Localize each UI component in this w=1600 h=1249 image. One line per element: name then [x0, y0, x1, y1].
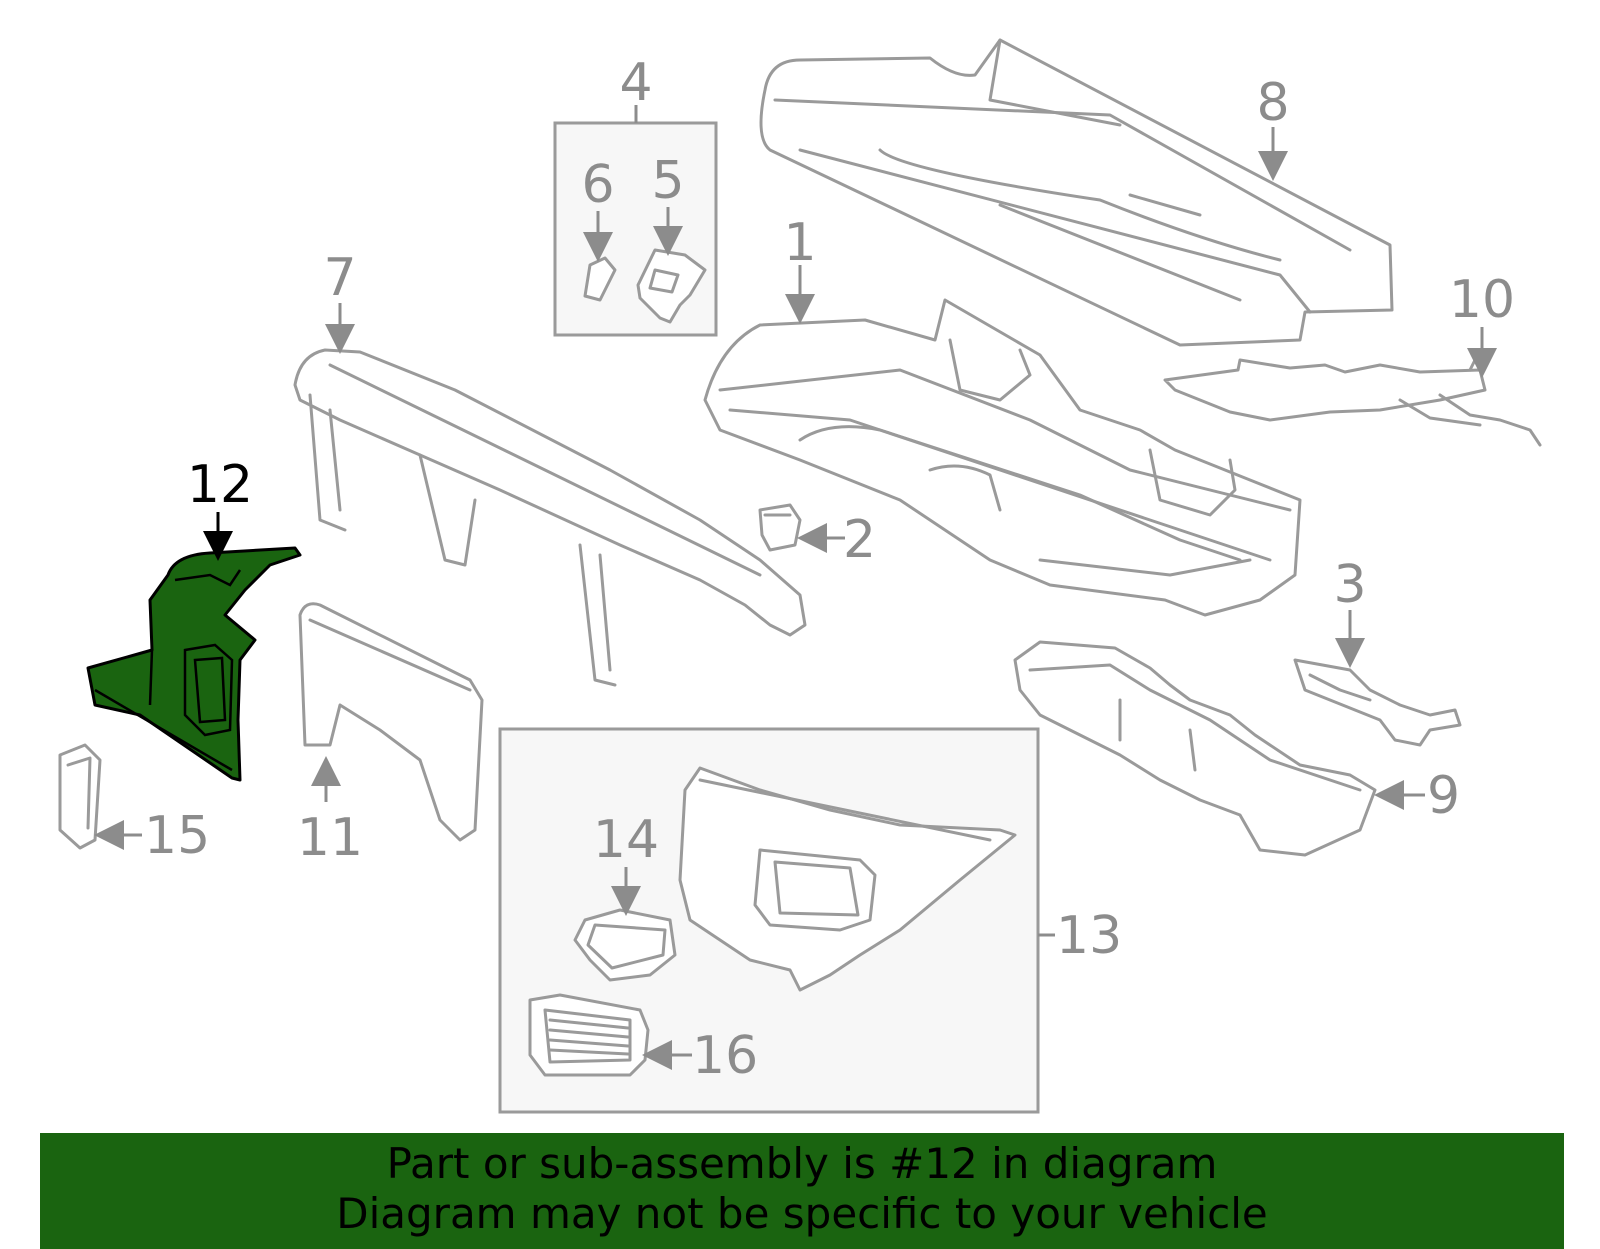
callout-9: 9 — [1427, 766, 1460, 826]
callout-6: 6 — [581, 155, 614, 215]
callout-16: 16 — [692, 1026, 758, 1086]
part-14-trim-bezel — [573, 908, 677, 982]
banner-line-2: Diagram may not be specific to your vehi… — [336, 1189, 1268, 1238]
callout-5: 5 — [651, 151, 684, 211]
part-8-seat-cushion — [759, 38, 1394, 347]
part-13-console-panel — [678, 766, 1017, 992]
banner-line-1: Part or sub-assembly is #12 in diagram — [386, 1139, 1218, 1188]
callout-13: 13 — [1056, 906, 1122, 966]
box-13-sub-assembly — [498, 727, 1040, 1114]
callout-15: 15 — [144, 806, 210, 866]
callout-12: 12 — [187, 455, 253, 515]
callout-labels: 1 2 3 4 5 6 7 8 9 10 11 12 13 14 15 16 — [144, 53, 1515, 1086]
box-4-sub-assembly — [553, 121, 718, 337]
part-3-bracket — [1293, 658, 1462, 747]
part-5-bracket — [636, 248, 707, 324]
part-16-vent-grille — [528, 993, 650, 1077]
callout-4: 4 — [619, 53, 652, 113]
part-2-clip — [758, 503, 802, 552]
callout-1: 1 — [783, 213, 816, 273]
part-1-seat-frame — [703, 298, 1302, 617]
callout-7: 7 — [323, 248, 356, 308]
part-7-frame-rail — [293, 348, 807, 687]
part-12-highlighted-trim — [86, 546, 302, 782]
part-11-trim-panel — [298, 602, 484, 842]
info-banner: Part or sub-assembly is #12 in diagram D… — [40, 1133, 1564, 1249]
callout-3: 3 — [1333, 555, 1366, 615]
callout-10: 10 — [1449, 270, 1515, 330]
part-15-cover — [58, 743, 102, 850]
part-9-foam-support — [1013, 640, 1377, 857]
leader-lines — [94, 105, 1497, 1070]
callout-2: 2 — [843, 510, 876, 570]
part-10-heater-element — [1163, 358, 1542, 447]
callout-8: 8 — [1256, 73, 1289, 133]
callout-14: 14 — [593, 810, 659, 870]
callout-11: 11 — [297, 808, 363, 868]
